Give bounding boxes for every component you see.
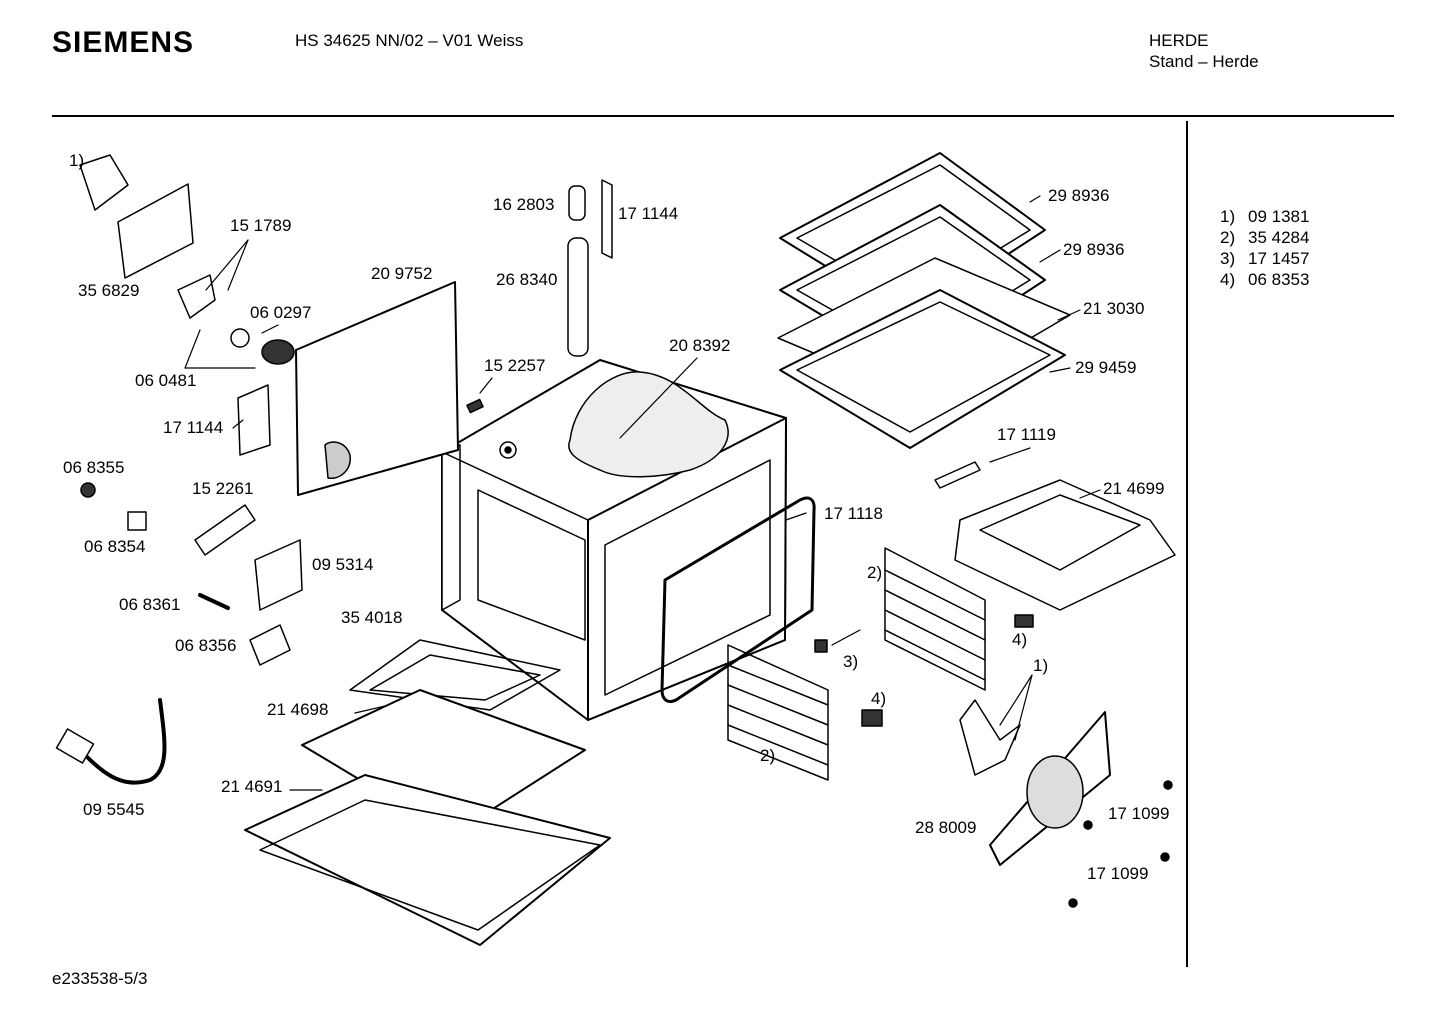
- note-row: 4) 06 8353: [1220, 269, 1309, 290]
- part-label: 06 0297: [250, 303, 312, 322]
- note-key: 3): [1220, 249, 1236, 268]
- bottom-plates: [244, 689, 611, 946]
- part-label: 09 5314: [312, 555, 374, 574]
- note-value: 35 4284: [1248, 228, 1310, 247]
- part-label: 06 0481: [135, 371, 197, 390]
- part-label: 06 8356: [175, 636, 237, 655]
- header-divider: [52, 115, 1394, 117]
- notes-legend: 1) 09 1381 2) 35 4284 3) 17 1457 4) 06 8353: [1220, 206, 1309, 290]
- vent-tubes: [567, 179, 613, 357]
- part-label: 3): [843, 652, 859, 671]
- back-panel: [295, 281, 459, 496]
- baking-trays: [777, 152, 1071, 449]
- part-label: 29 9459: [1075, 358, 1137, 377]
- part-label: 28 8009: [915, 818, 977, 837]
- category-subtitle: Stand – Herde: [1149, 52, 1259, 71]
- category-title: HERDE: [1149, 31, 1209, 50]
- part-label: 2): [867, 563, 883, 582]
- part-label: 17 1144: [618, 204, 679, 223]
- part-label: 35 4018: [341, 608, 403, 627]
- leader-lines: [184, 195, 1101, 791]
- note-row: 2) 35 4284: [1220, 227, 1309, 248]
- part-label: 29 8936: [1063, 240, 1125, 259]
- insulation-mat: [568, 371, 729, 478]
- part-label: 17 1144: [163, 418, 224, 437]
- part-label: 21 3030: [1083, 299, 1145, 318]
- part-label: 16 2803: [493, 195, 555, 214]
- part-label: 17 1099: [1108, 804, 1170, 823]
- small-components: [79, 154, 484, 666]
- note-value: 17 1457: [1248, 249, 1310, 268]
- part-label: 21 4691: [221, 777, 283, 796]
- power-cord: [78, 698, 167, 785]
- part-label: 1): [1033, 656, 1049, 675]
- part-label: 21 4699: [1103, 479, 1165, 498]
- notes-divider: [1186, 121, 1188, 967]
- note-row: 1) 09 1381: [1220, 206, 1309, 227]
- part-label: 06 8354: [84, 537, 146, 556]
- part-label: 2): [760, 746, 776, 765]
- part-label: 1): [69, 151, 85, 170]
- side-racks: [727, 547, 986, 781]
- model-number: HS 34625 NN/02 – V01 Weiss: [295, 31, 524, 50]
- note-key: 1): [1220, 207, 1236, 226]
- note-value: 06 8353: [1248, 270, 1310, 289]
- drawing-id: e233538-5/3: [52, 969, 148, 988]
- part-label: 20 9752: [371, 264, 433, 283]
- part-label: 17 1119: [997, 425, 1056, 444]
- part-label: 09 5545: [83, 800, 145, 819]
- part-label: 17 1099: [1087, 864, 1149, 883]
- part-label: 06 8355: [63, 458, 125, 477]
- part-label: 4): [871, 689, 887, 708]
- note-value: 09 1381: [1248, 207, 1310, 226]
- part-label: 26 8340: [496, 270, 558, 289]
- door-gasket: [660, 496, 816, 704]
- part-label: 21 4698: [267, 700, 329, 719]
- part-label: 06 8361: [119, 595, 181, 614]
- part-label: 15 1789: [230, 216, 292, 235]
- part-label: 29 8936: [1048, 186, 1110, 205]
- note-row: 3) 17 1457: [1220, 248, 1309, 269]
- part-label: 17 1118: [824, 504, 883, 523]
- part-label: 4): [1012, 630, 1028, 649]
- note-key: 4): [1220, 270, 1236, 289]
- part-label: 15 2257: [484, 356, 546, 375]
- note-key: 2): [1220, 228, 1236, 247]
- part-label: 15 2261: [192, 479, 254, 498]
- fan-assembly: [959, 699, 1111, 866]
- part-label: 20 8392: [669, 336, 731, 355]
- part-label: 35 6829: [78, 281, 140, 300]
- small-parts-right: [814, 461, 1173, 908]
- brand-logo: SIEMENS: [52, 26, 195, 59]
